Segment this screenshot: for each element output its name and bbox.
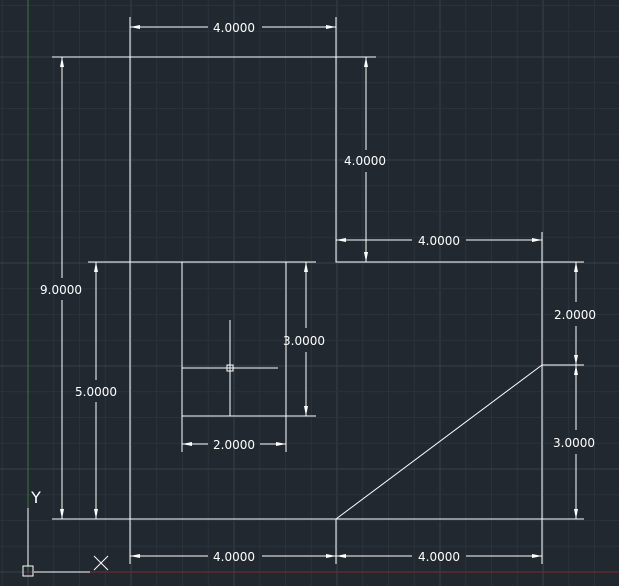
part-outline[interactable] [129,56,543,520]
chamfer-line[interactable] [335,364,543,520]
dim-bottom-right-width[interactable]: 4.0000 [418,550,460,564]
dim-notch-height[interactable]: 4.0000 [344,154,386,168]
dim-lower-left-height[interactable]: 5.0000 [75,385,117,399]
dim-right-lower-height[interactable]: 3.0000 [553,436,595,450]
x-axis-icon [93,555,109,571]
cursor-pickbox-icon [226,364,234,372]
dim-overall-height[interactable]: 9.0000 [40,283,82,297]
dim-right-upper-height[interactable]: 2.0000 [554,308,596,322]
dimension-arrowheads [60,25,578,558]
dimensions[interactable] [52,17,584,564]
dim-top-width[interactable]: 4.0000 [213,21,255,35]
ucs-icon [22,508,109,577]
dim-bottom-left-width[interactable]: 4.0000 [213,550,255,564]
dim-notch-width[interactable]: 4.0000 [418,234,460,248]
dim-cutout-height[interactable]: 3.0000 [283,334,325,348]
dim-cutout-width[interactable]: 2.0000 [213,438,255,452]
ucs-origin-square-icon [22,565,34,577]
dimension-labels[interactable]: 4.0000 9.0000 4.0000 4.0000 5.0000 3.000… [40,21,596,564]
part-geometry[interactable] [129,56,543,520]
ucs-y-label: Y [30,488,41,507]
